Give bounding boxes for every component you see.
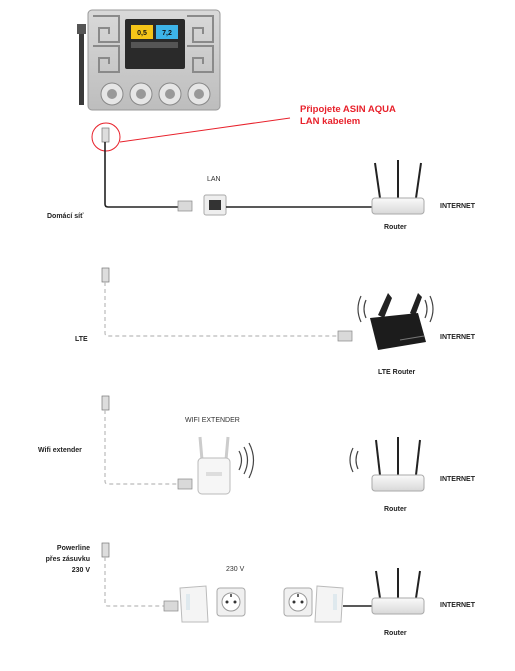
rj45-plug-icon xyxy=(101,395,110,411)
router-label: Router xyxy=(384,506,407,513)
powerline-label-line-3: 230 V xyxy=(71,567,90,574)
display-left-value: 0,5 xyxy=(137,30,147,37)
rj45-connector-icon xyxy=(177,200,193,212)
section-label-powerline: Powerline přes zásuvku 230 V xyxy=(46,543,90,576)
section-lte xyxy=(101,267,434,350)
power-socket-icon xyxy=(216,587,246,617)
lte-router-label: LTE Router xyxy=(378,369,416,376)
powerline-adapter-icon xyxy=(179,585,209,623)
asin-aqua-device: 0,5 7,2 xyxy=(77,9,221,111)
display-right-value: 7,2 xyxy=(162,30,172,37)
router-label: Router xyxy=(384,630,407,637)
wall-lan-socket-icon xyxy=(203,194,227,216)
rj45-connector-icon xyxy=(177,478,193,490)
internet-label: INTERNET xyxy=(440,476,475,483)
router-icon xyxy=(371,160,425,215)
section-label-home-network: Domácí síť xyxy=(47,213,84,220)
lte-router-icon xyxy=(370,293,426,350)
router-icon xyxy=(371,568,425,615)
rj45-connector-icon xyxy=(337,330,353,342)
rj45-plug-icon xyxy=(101,542,110,558)
internet-label: INTERNET xyxy=(440,334,475,341)
internet-label: INTERNET xyxy=(440,602,475,609)
callout-line-1: Připojete ASIN AQUA xyxy=(300,104,396,115)
powerline-label-line-1: Powerline xyxy=(56,545,90,552)
callout-line-2: LAN kabelem xyxy=(300,116,361,127)
section-label-lte: LTE xyxy=(75,336,88,343)
router-label: Router xyxy=(384,224,407,231)
wifi-waves-icon xyxy=(238,442,359,479)
section-label-wifi-extender: Wifi extender xyxy=(38,447,82,454)
lan-label: LAN xyxy=(207,176,221,183)
wifi-extender-label: WIFI EXTENDER xyxy=(185,417,240,424)
wifi-waves-icon xyxy=(357,295,434,323)
rj45-connector-icon xyxy=(163,600,179,612)
pump-heads xyxy=(100,82,211,106)
router-icon xyxy=(371,437,425,492)
powerline-label-line-2: přes zásuvku xyxy=(45,556,90,563)
section-wifi-extender xyxy=(101,395,425,495)
callout-marker xyxy=(91,117,291,152)
internet-label: INTERNET xyxy=(440,203,475,210)
section-lan xyxy=(101,127,425,216)
voltage-label: 230 V xyxy=(226,566,245,573)
wifi-extender-icon xyxy=(197,436,231,495)
powerline-adapter-icon xyxy=(314,585,344,623)
callout-text: Připojete ASIN AQUA LAN kabelem xyxy=(300,104,430,128)
section-powerline xyxy=(101,542,425,623)
rj45-plug-icon xyxy=(101,267,110,283)
power-socket-icon xyxy=(283,587,313,617)
rj45-plug-icon xyxy=(101,127,110,143)
